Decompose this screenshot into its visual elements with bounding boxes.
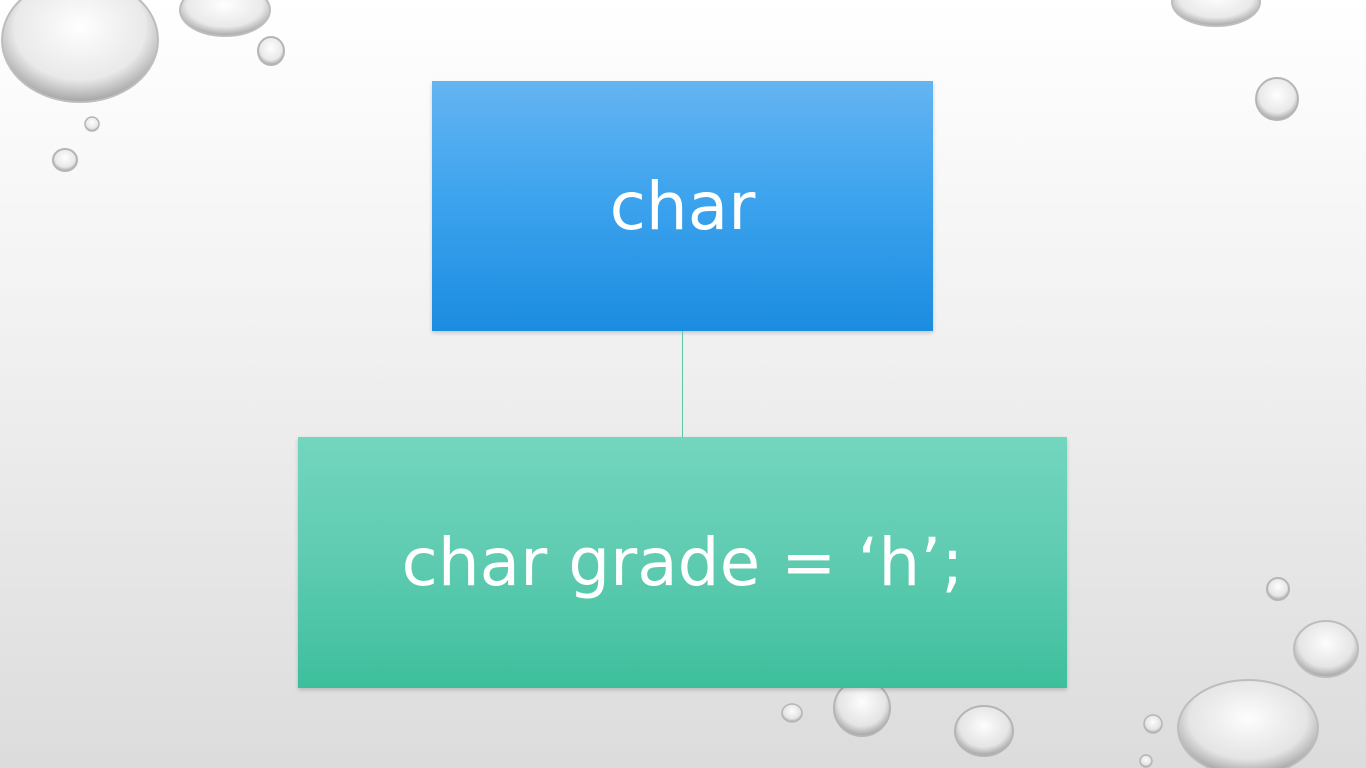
- drop: [1, 0, 159, 103]
- drop: [1255, 77, 1299, 121]
- drop: [833, 679, 891, 737]
- drop: [1293, 620, 1359, 678]
- child-node-label: char grade = ‘h’;: [401, 524, 964, 601]
- drop: [1143, 714, 1163, 734]
- parent-node: char: [432, 81, 933, 331]
- connector-line: [682, 331, 683, 437]
- drop: [1177, 679, 1319, 768]
- drop: [52, 148, 78, 172]
- drop: [1171, 0, 1261, 27]
- child-node: char grade = ‘h’;: [298, 437, 1067, 688]
- parent-node-label: char: [609, 167, 756, 245]
- drop: [1266, 577, 1290, 601]
- drop: [84, 116, 100, 132]
- drop: [179, 0, 271, 37]
- drop: [1139, 754, 1153, 768]
- drop: [954, 705, 1014, 757]
- drop: [257, 36, 285, 66]
- drop: [781, 703, 803, 723]
